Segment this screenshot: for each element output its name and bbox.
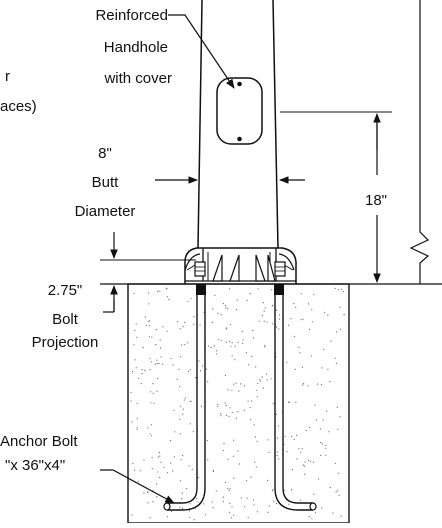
height-dimension-label: 18" xyxy=(365,192,387,209)
anchor-bolt-leader xyxy=(100,469,175,504)
butt-label-line1: 8" xyxy=(98,145,112,162)
bolt-projection-label-line2: Bolt xyxy=(52,311,79,328)
pole-shaft xyxy=(197,0,279,249)
anchor-bolt-label-line1: Anchor Bolt xyxy=(0,433,78,450)
anchor-bolt-label-line2: "x 36"x4" xyxy=(5,457,65,474)
left-partial-label-line1: r xyxy=(5,68,10,85)
bolt-projection-label-line1: 2.75" xyxy=(48,282,83,299)
bolt-projection-dimension xyxy=(100,232,196,313)
concrete-foundation xyxy=(127,283,350,524)
handhole-cover xyxy=(216,77,263,145)
anchor-nuts xyxy=(194,261,286,295)
butt-label-line3: Diameter xyxy=(75,203,136,220)
left-partial-label-line2: aces) xyxy=(0,98,37,115)
bolt-projection-label-line3: Projection xyxy=(32,334,99,351)
butt-label-line2: Butt xyxy=(92,174,120,191)
handhole-label-line2: Handhole xyxy=(104,39,168,56)
break-line xyxy=(409,0,430,284)
anchor-bolts xyxy=(163,295,317,511)
height-dimension xyxy=(280,111,392,283)
handhole-label-line3: with cover xyxy=(103,70,172,87)
handhole-leader xyxy=(168,14,235,89)
handhole-label-line1: Reinforced xyxy=(95,7,168,24)
